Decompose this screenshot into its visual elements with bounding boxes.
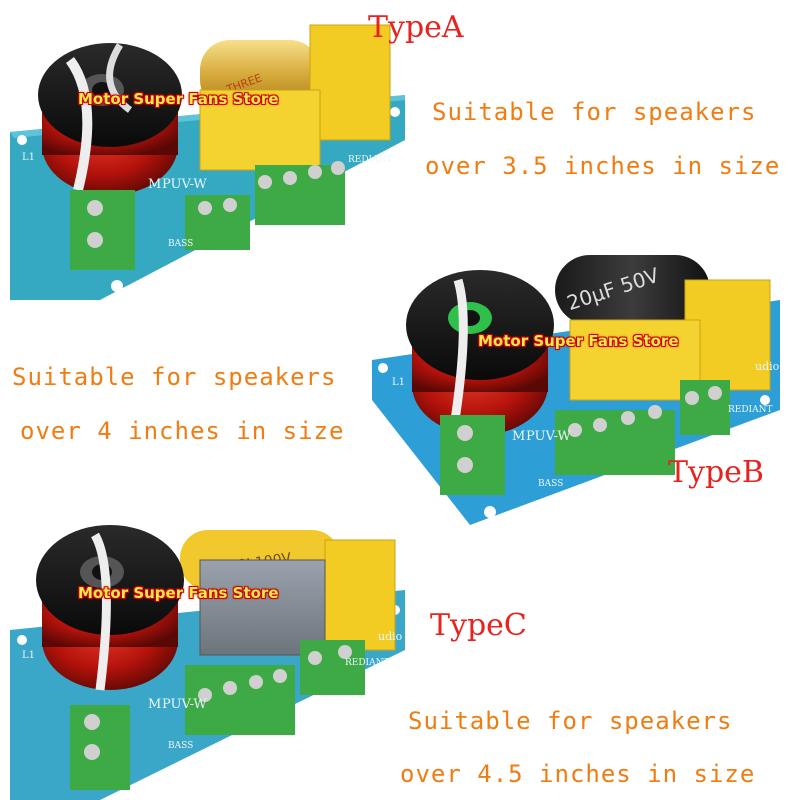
silk-coil: L1 [22, 152, 35, 163]
type-label-c: TypeC [430, 608, 527, 643]
inductor-coil [36, 525, 184, 691]
board-type-c: 10.0J 100V L1 M PUV-W BASS REDIANT udio [10, 525, 405, 800]
silk-coil: L1 [22, 650, 35, 661]
description-c-line2: over 4.5 inches in size [400, 760, 756, 788]
type-label-b: TypeB [668, 455, 764, 490]
terminal-block [440, 380, 730, 495]
silk-brand: PUV-W [526, 429, 571, 444]
yellow-capacitor [569, 319, 701, 401]
terminal-block [70, 161, 345, 270]
watermark-a: Motor Super Fans Store [78, 90, 279, 108]
description-a-line2: over 3.5 inches in size [425, 152, 781, 180]
type-label-a: TypeA [368, 10, 464, 45]
silk-radiant: REDIANT [345, 658, 390, 668]
yellow-capacitor [324, 539, 396, 651]
silk-radiant: REDIANT [348, 155, 393, 165]
silk-brand: PUV-W [162, 697, 207, 712]
yellow-capacitor [199, 89, 321, 171]
silk-audio: udio [378, 630, 403, 643]
inductor-coil [38, 43, 182, 195]
inductor-coil [406, 270, 554, 435]
silk-bass: BASS [538, 479, 563, 489]
silk-coil: L1 [392, 377, 405, 388]
description-c-line1: Suitable for speakers [408, 707, 733, 735]
terminal-block [70, 640, 365, 790]
watermark-c: Motor Super Fans Store [78, 584, 279, 602]
silk-bass: BASS [168, 741, 193, 751]
electrolytic-capacitor: 20μF 50V [555, 255, 710, 325]
silk-logo: M [148, 177, 161, 192]
silk-logo: M [148, 697, 161, 712]
watermark-b: Motor Super Fans Store [478, 332, 679, 350]
description-a-line1: Suitable for speakers [432, 98, 757, 126]
silk-audio: udio [755, 360, 780, 373]
board-type-b: 20μF 50V L1 M PUV-W BASS REDIANT udio [372, 255, 780, 525]
silk-bass: BASS [168, 239, 193, 249]
board-type-a: THREE L1 M PUV-W BASS REDIANT [10, 24, 405, 300]
grey-capacitor [199, 559, 326, 656]
silk-radiant: REDIANT [728, 405, 773, 415]
silk-brand: PUV-W [162, 177, 207, 192]
description-b-line2: over 4 inches in size [20, 417, 345, 445]
description-b-line1: Suitable for speakers [12, 363, 337, 391]
yellow-capacitor [309, 24, 391, 141]
silk-logo: M [512, 429, 525, 444]
